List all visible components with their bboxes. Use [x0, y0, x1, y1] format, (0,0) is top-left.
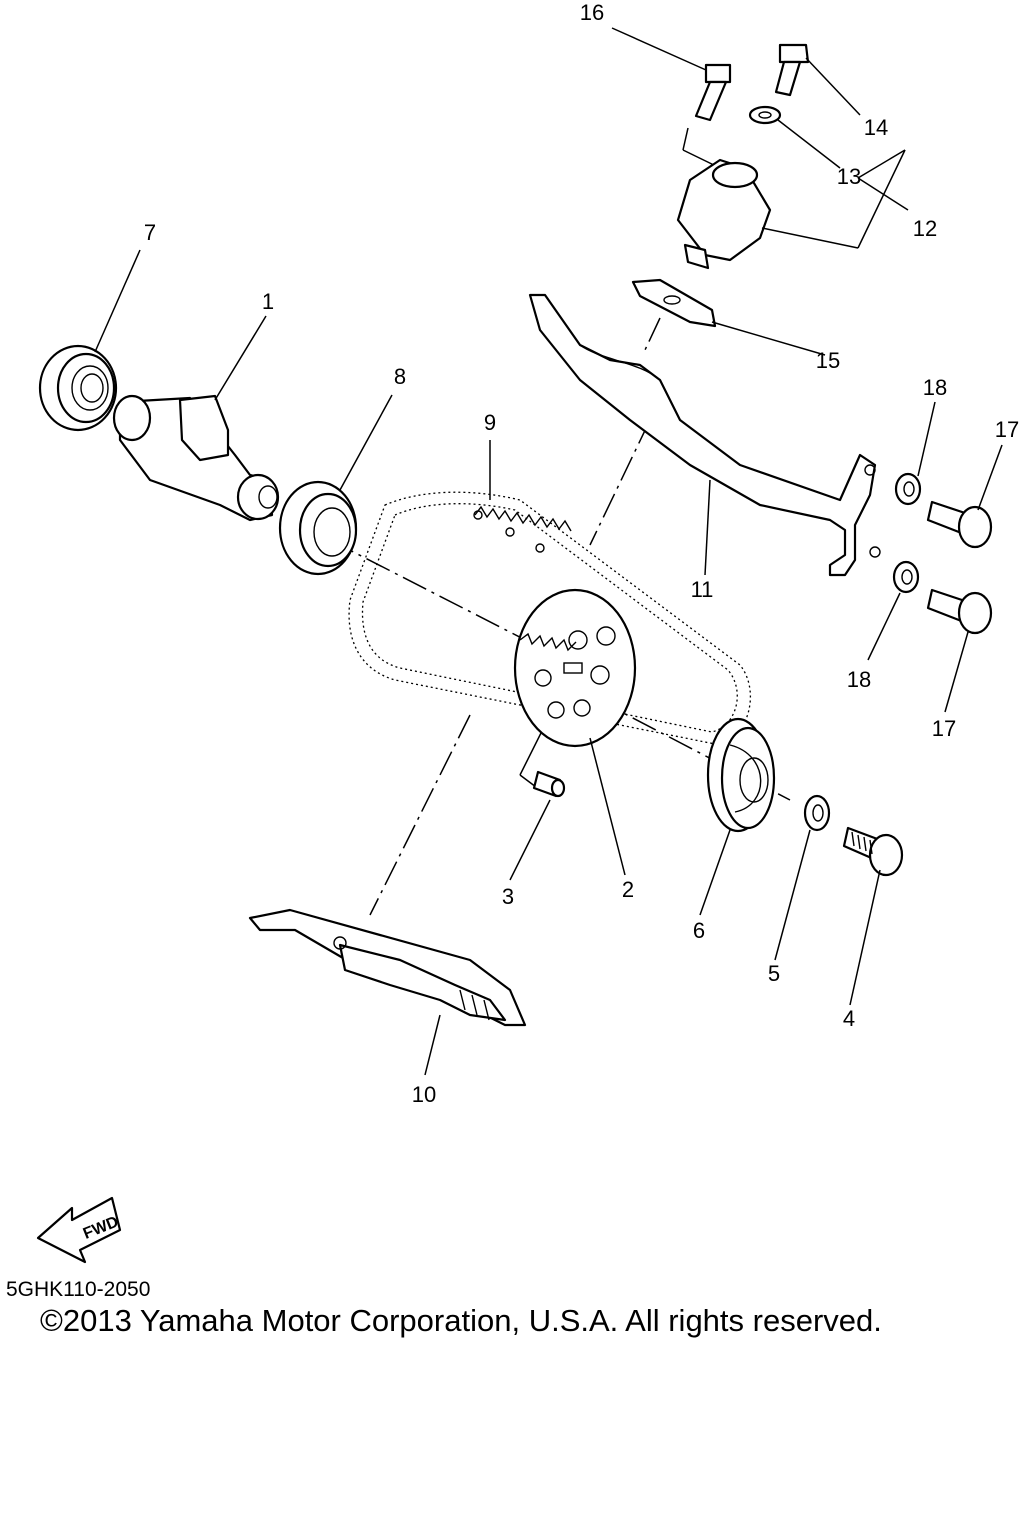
callout-5: 5	[767, 961, 781, 986]
bearing-7	[38, 344, 118, 432]
callout-18-lower: 18	[846, 667, 872, 692]
tensioner-guide-11	[528, 293, 881, 577]
camshaft-1	[112, 394, 280, 522]
cam-chain-outline	[348, 491, 752, 746]
bolt-14	[774, 43, 810, 97]
callout-3: 3	[501, 884, 515, 909]
callout-2: 2	[621, 877, 635, 902]
callout-9: 9	[483, 410, 497, 435]
bolt-4	[842, 826, 904, 877]
callout-10: 10	[411, 1082, 437, 1107]
tensioner-12	[676, 158, 772, 270]
diagram-code: 5GHK110-2050	[6, 1278, 151, 1301]
cam-sprocket-2	[513, 588, 637, 748]
bolt-16	[694, 63, 732, 122]
washer-18-upper	[894, 472, 922, 506]
bolt-17-lower	[926, 588, 993, 635]
copyright-notice: ©2013 Yamaha Motor Corporation, U.S.A. A…	[40, 1303, 882, 1338]
callout-8: 8	[393, 364, 407, 389]
callout-14: 14	[863, 115, 889, 140]
leader-lines	[94, 27, 1003, 1076]
callout-17-lower: 17	[931, 716, 957, 741]
fwd-arrow-icon	[36, 1196, 122, 1264]
washer-13	[748, 105, 782, 125]
callout-7: 7	[143, 220, 157, 245]
callout-6: 6	[692, 918, 706, 943]
washer-5	[803, 794, 831, 832]
gasket-15	[631, 278, 717, 328]
washer-18-lower	[892, 560, 920, 594]
callout-18-upper: 18	[922, 375, 948, 400]
callout-15: 15	[815, 348, 841, 373]
dowel-pin-3	[532, 770, 566, 798]
bearing-8	[278, 480, 358, 576]
callout-17-upper: 17	[994, 417, 1020, 442]
chain-guide-10	[248, 908, 527, 1027]
spring-9	[473, 505, 572, 553]
callout-1: 1	[261, 289, 275, 314]
plate-6	[706, 717, 776, 833]
callout-13: 13	[836, 164, 862, 189]
callout-4: 4	[842, 1006, 856, 1031]
callout-11: 11	[690, 577, 714, 602]
callout-16: 16	[579, 0, 605, 25]
bolt-17-upper	[926, 500, 993, 549]
callout-12: 12	[912, 216, 938, 241]
